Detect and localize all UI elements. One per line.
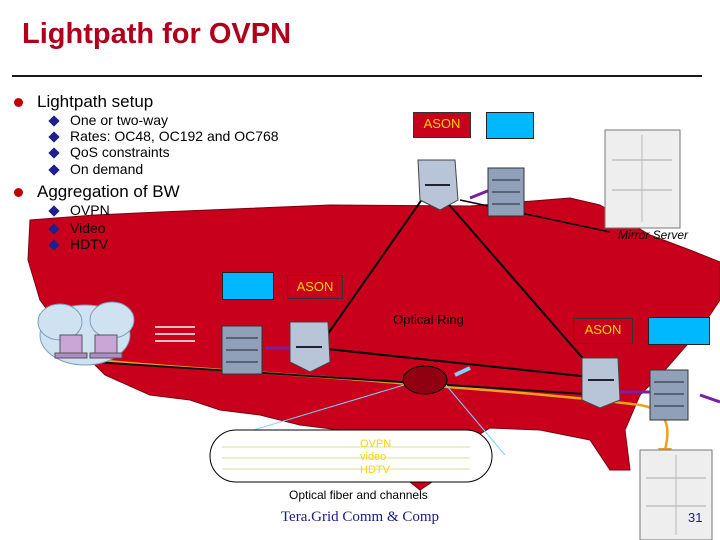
title-divider: [12, 75, 702, 77]
diamond-bullet-icon: [48, 115, 60, 127]
optical-switch-icon: [289, 321, 331, 373]
ring-label: Optical Ring: [393, 312, 464, 327]
channel-label: video: [360, 451, 387, 463]
ring-edge: [431, 184, 601, 379]
connector-line: [699, 393, 720, 404]
diamond-bullet-icon: [48, 131, 60, 143]
fiber-line: [94, 361, 601, 396]
sub-bullet-label: QoS constraints: [70, 144, 170, 160]
sub-bullet-label: One or two-way: [70, 112, 169, 128]
cyan-box: [648, 317, 710, 345]
ason-label-box: ASON: [287, 275, 343, 299]
bullet-label: Aggregation of BW: [37, 182, 180, 201]
ring-edge: [317, 184, 433, 349]
bullet-lightpath-setup: Lightpath setup: [14, 92, 153, 112]
router-icon: [649, 369, 689, 421]
us-map-shape: [27, 197, 720, 491]
cyan-box: [222, 272, 274, 300]
connector-line: [469, 188, 491, 200]
router-icon: [221, 325, 263, 375]
sub-bullet: HDTV: [48, 236, 109, 252]
ason-label-box: ASON: [573, 318, 633, 344]
computer-icon: [54, 334, 88, 359]
channel-label: HDTV: [360, 464, 390, 476]
slide-number: 31: [688, 510, 703, 525]
link-line: [459, 199, 611, 233]
optical-switch-icon: [581, 357, 621, 409]
fiber-tube: [209, 429, 493, 483]
sub-bullet-label: Video: [70, 220, 106, 236]
bullet-dot-icon: [14, 188, 23, 198]
zoom-line: [454, 366, 471, 377]
sub-bullet: Video: [48, 220, 106, 236]
mirror-server-label: Mirror Server: [618, 228, 689, 242]
zoom-line: [445, 384, 506, 456]
computer-icon: [89, 334, 123, 359]
slide-title: Lightpath for OVPN: [22, 18, 292, 50]
diamond-bullet-icon: [48, 205, 60, 217]
sub-bullet-label: Rates: OC48, OC192 and OC768: [70, 128, 279, 144]
router-icon: [487, 167, 525, 217]
fiber-caption: Optical fiber and channels: [289, 488, 428, 502]
diamond-bullet-icon: [48, 147, 60, 159]
sub-bullet-label: HDTV: [70, 236, 109, 252]
ring-edge: [317, 347, 601, 379]
server-icon: [639, 449, 713, 540]
server-icon: [604, 129, 681, 229]
sub-bullet: On demand: [48, 161, 144, 177]
bullet-dot-icon: [14, 98, 23, 108]
diamond-bullet-icon: [48, 164, 60, 176]
sub-bullet-label: On demand: [70, 161, 144, 177]
bullet-aggregation: Aggregation of BW: [14, 182, 180, 202]
sub-bullet: QoS constraints: [48, 144, 170, 160]
sub-bullet: Rates: OC48, OC192 and OC768: [48, 128, 279, 144]
diamond-bullet-icon: [48, 223, 60, 235]
fiber-zoom-ellipse: [402, 365, 448, 395]
sub-bullet: One or two-way: [48, 112, 169, 128]
bullet-label: Lightpath setup: [37, 92, 154, 111]
cyan-box: [486, 112, 534, 139]
sub-bullet: OVPN: [48, 202, 110, 218]
sub-bullet-label: OVPN: [70, 202, 110, 218]
diamond-bullet-icon: [48, 239, 60, 251]
footer-text: Tera.Grid Comm & Comp: [280, 509, 440, 525]
channel-label: OVPN: [360, 438, 392, 450]
arrow-bundle-icon: [155, 326, 195, 342]
ason-label-box: ASON: [413, 112, 471, 138]
optical-switch-icon: [417, 159, 459, 211]
